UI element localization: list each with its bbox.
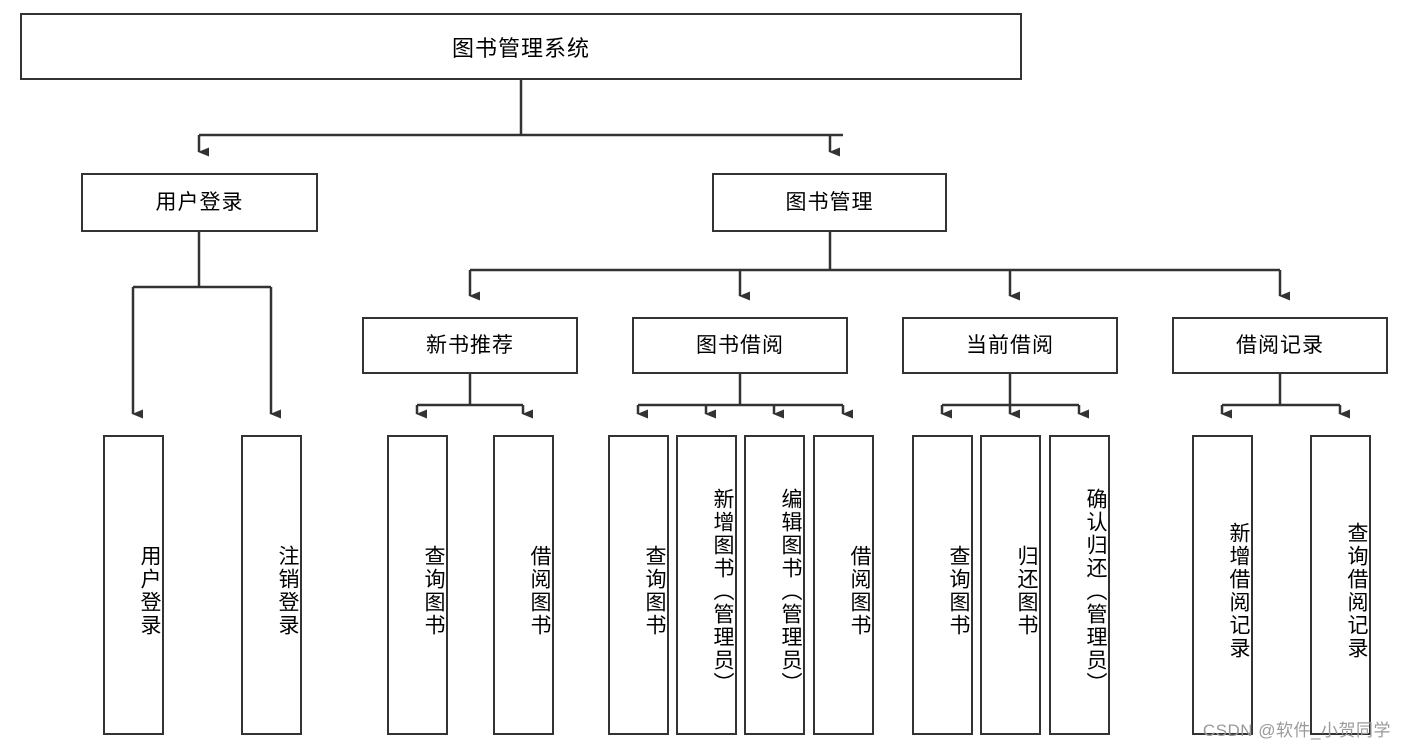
node-leaf-add-borrow-record[interactable]: 新增借阅记录: [1192, 435, 1253, 735]
node-current-borrow-label: 当前借阅: [966, 333, 1054, 357]
node-book-manage-label: 图书管理: [785, 190, 874, 214]
node-leaf-logout[interactable]: 注销登录: [241, 435, 302, 735]
node-leaf-query-borrow-record-label: 查询借阅记录: [1345, 522, 1368, 660]
node-borrow-record-label: 借阅记录: [1236, 333, 1324, 357]
node-leaf-borrow-book[interactable]: 借阅图书: [813, 435, 874, 735]
node-leaf-return-book-label: 归还图书: [1015, 545, 1038, 637]
node-leaf-borrow-book-label: 借阅图书: [848, 545, 871, 637]
node-leaf-borrow-book-recommend[interactable]: 借阅图书: [493, 435, 554, 735]
node-book-borrow[interactable]: 图书借阅: [632, 317, 848, 374]
node-leaf-user-login-label: 用户登录: [138, 545, 161, 637]
csdn-watermark: CSDN @软件_小贺同学: [1202, 721, 1391, 740]
node-leaf-edit-book-admin[interactable]: 编辑图书（管理员）: [744, 435, 805, 735]
node-leaf-query-book-recommend[interactable]: 查询图书: [387, 435, 448, 735]
node-leaf-query-book-current-label: 查询图书: [947, 545, 970, 637]
node-leaf-query-book-current[interactable]: 查询图书: [912, 435, 973, 735]
node-leaf-logout-label: 注销登录: [276, 545, 299, 637]
node-user-login-label: 用户登录: [155, 190, 244, 214]
node-root-system[interactable]: 图书管理系统: [20, 13, 1022, 80]
node-new-book-recommend[interactable]: 新书推荐: [362, 317, 578, 374]
node-leaf-confirm-return-admin-label: 确认归还（管理员）: [1084, 487, 1107, 695]
node-leaf-query-borrow-record[interactable]: 查询借阅记录: [1310, 435, 1371, 735]
node-leaf-query-book-label: 查询图书: [643, 545, 666, 637]
node-new-book-recommend-label: 新书推荐: [426, 333, 514, 357]
node-user-login[interactable]: 用户登录: [81, 173, 318, 232]
node-leaf-add-book-admin[interactable]: 新增图书（管理员）: [676, 435, 737, 735]
node-book-borrow-label: 图书借阅: [696, 333, 784, 357]
node-leaf-user-login[interactable]: 用户登录: [103, 435, 164, 735]
node-leaf-query-book[interactable]: 查询图书: [608, 435, 669, 735]
node-leaf-borrow-book-recommend-label: 借阅图书: [528, 545, 551, 637]
node-leaf-query-book-recommend-label: 查询图书: [422, 545, 445, 637]
node-leaf-edit-book-admin-label: 编辑图书（管理员）: [779, 487, 802, 695]
node-book-manage[interactable]: 图书管理: [712, 173, 947, 232]
node-leaf-add-book-admin-label: 新增图书（管理员）: [711, 487, 734, 695]
node-current-borrow[interactable]: 当前借阅: [902, 317, 1118, 374]
node-leaf-return-book[interactable]: 归还图书: [980, 435, 1041, 735]
node-leaf-confirm-return-admin[interactable]: 确认归还（管理员）: [1049, 435, 1110, 735]
node-root-system-label: 图书管理系统: [451, 35, 590, 61]
node-leaf-add-borrow-record-label: 新增借阅记录: [1227, 522, 1250, 660]
node-borrow-record[interactable]: 借阅记录: [1172, 317, 1388, 374]
